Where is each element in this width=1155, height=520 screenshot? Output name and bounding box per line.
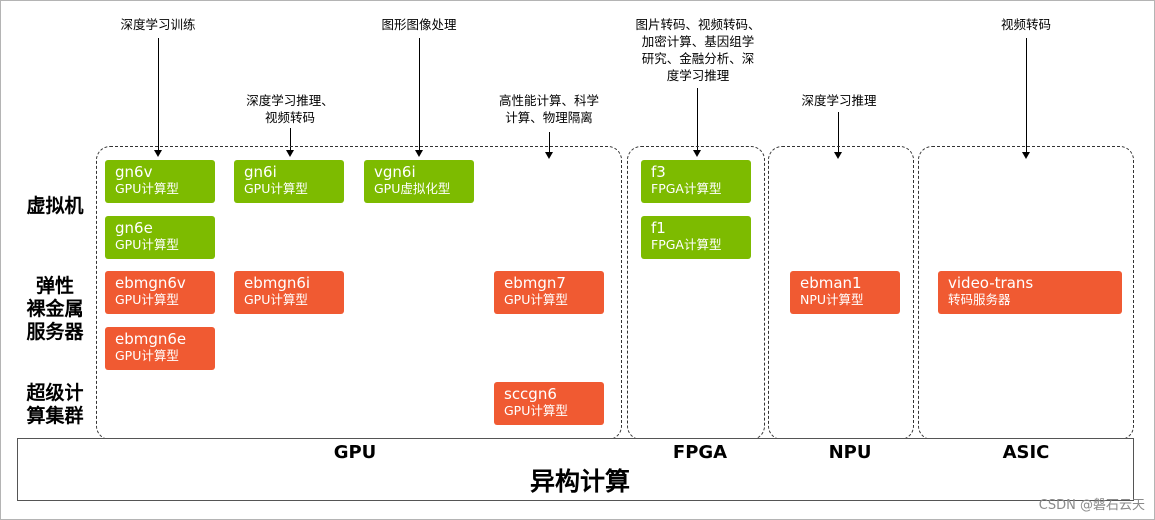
instance-type: GPU计算型 [115,292,179,307]
instance-type: GPU虚拟化型 [374,181,451,196]
instance-name: video-trans [948,274,1034,292]
note-asic-use: 视频转码 [1000,17,1051,32]
category-gpu: GPU [333,442,377,463]
watermark: CSDN @磐石云天 [1038,498,1145,513]
instance-type: GPU计算型 [115,181,179,196]
instance-card-gn6v[interactable]: gn6v GPU计算型 [105,160,215,203]
instance-name: sccgn6 [504,385,557,403]
instance-card-ebman1[interactable]: ebman1 NPU计算型 [790,271,900,314]
category-asic: ASIC [1002,442,1050,463]
note-npu-use: 深度学习推理 [801,93,877,108]
note-dl-training: 深度学习训练 [120,17,196,32]
heterogeneous-computing-bar [17,438,1134,501]
instance-type: NPU计算型 [800,292,864,307]
arrow-line-asic [1026,38,1027,152]
row-label-ebm: 弹性 裸金属 服务器 [26,275,84,343]
instance-card-f3[interactable]: f3 FPGA计算型 [641,160,751,203]
instance-type: GPU计算型 [504,403,568,418]
arrow-line-dl-inference [290,128,291,150]
arrow-line-dl-training [158,38,159,150]
row-label-scc: 超级计 算集群 [26,382,84,427]
instance-card-gn6i[interactable]: gn6i GPU计算型 [234,160,344,203]
row-label-vm: 虚拟机 [26,195,84,217]
instance-card-f1[interactable]: f1 FPGA计算型 [641,216,751,259]
instance-name: ebman1 [800,274,862,292]
instance-type: GPU计算型 [115,237,179,252]
arrow-head-icon [545,152,553,159]
arrow-head-icon [834,152,842,159]
instance-type: FPGA计算型 [651,181,722,196]
arrow-head-icon [1022,152,1030,159]
arrow-line-npu [838,112,839,152]
instance-name: vgn6i [374,163,416,181]
instance-card-vgn6i[interactable]: vgn6i GPU虚拟化型 [364,160,474,203]
instance-name: f3 [651,163,666,181]
instance-card-video-trans[interactable]: video-trans 转码服务器 [938,271,1122,314]
arrow-head-icon [154,150,162,157]
instance-type: GPU计算型 [504,292,568,307]
arrow-head-icon [415,150,423,157]
note-graphics: 图形图像处理 [381,17,457,32]
instance-card-sccgn6[interactable]: sccgn6 GPU计算型 [494,382,604,425]
instance-name: ebmgn6v [115,274,186,292]
instance-name: ebmgn6i [244,274,311,292]
diagram-title: 异构计算 [529,467,631,496]
arrow-head-icon [286,150,294,157]
instance-type: GPU计算型 [244,292,308,307]
instance-name: ebmgn7 [504,274,566,292]
instance-name: f1 [651,219,666,237]
arrow-line-hpc [549,132,550,152]
instance-card-ebmgn6e[interactable]: ebmgn6e GPU计算型 [105,327,215,370]
instance-type: 转码服务器 [948,292,1011,307]
instance-card-ebmgn7[interactable]: ebmgn7 GPU计算型 [494,271,604,314]
instance-card-ebmgn6v[interactable]: ebmgn6v GPU计算型 [105,271,215,314]
note-fpga-uses: 图片转码、视频转码、 加密计算、基因组学 研究、金融分析、深 度学习推理 [635,17,761,83]
arrow-head-icon [693,150,701,157]
arrow-line-fpga [697,88,698,150]
instance-name: gn6v [115,163,153,181]
instance-name: gn6e [115,219,153,237]
arrow-line-graphics [419,38,420,150]
instance-type: GPU计算型 [115,348,179,363]
note-dl-inference-video: 深度学习推理、 视频转码 [246,93,334,125]
category-fpga: FPGA [672,442,728,463]
note-hpc: 高性能计算、科学 计算、物理隔离 [498,93,599,125]
instance-card-gn6e[interactable]: gn6e GPU计算型 [105,216,215,259]
category-npu: NPU [828,442,872,463]
instance-name: ebmgn6e [115,330,187,348]
instance-type: FPGA计算型 [651,237,722,252]
instance-type: GPU计算型 [244,181,308,196]
instance-name: gn6i [244,163,277,181]
instance-card-ebmgn6i[interactable]: ebmgn6i GPU计算型 [234,271,344,314]
